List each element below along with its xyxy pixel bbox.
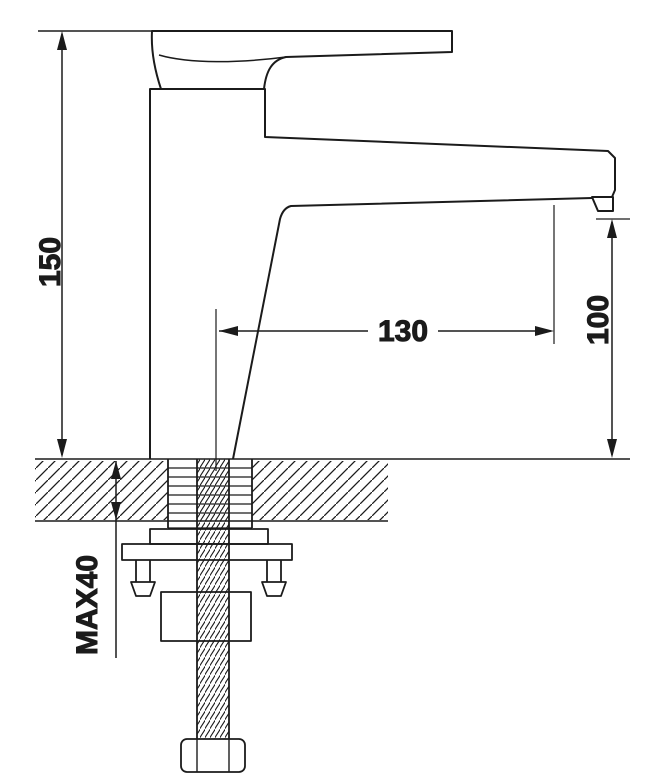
mounting-hardware [121, 459, 293, 773]
bottom-hex-nut [180, 738, 246, 773]
dimension-150-label: 150 [34, 237, 67, 287]
dimension-150: 150 [34, 30, 152, 458]
countertop-cross-section [35, 458, 630, 522]
dimension-100-label: 100 [582, 295, 615, 345]
threaded-rod [196, 459, 230, 739]
dimension-max40-label: MAX40 [71, 555, 104, 655]
right-fixing-stud [261, 560, 287, 597]
faucet-shank [167, 459, 253, 529]
spout-aerator [591, 196, 614, 212]
fastening-nut [160, 591, 252, 642]
dimension-130: 130 [215, 205, 555, 471]
left-fixing-stud [130, 560, 156, 597]
dimension-130-label: 130 [378, 315, 428, 348]
mounting-bracket [121, 528, 293, 561]
faucet-handle [150, 30, 453, 90]
dimension-max40: MAX40 [71, 461, 121, 658]
dimension-100: 100 [582, 218, 630, 458]
